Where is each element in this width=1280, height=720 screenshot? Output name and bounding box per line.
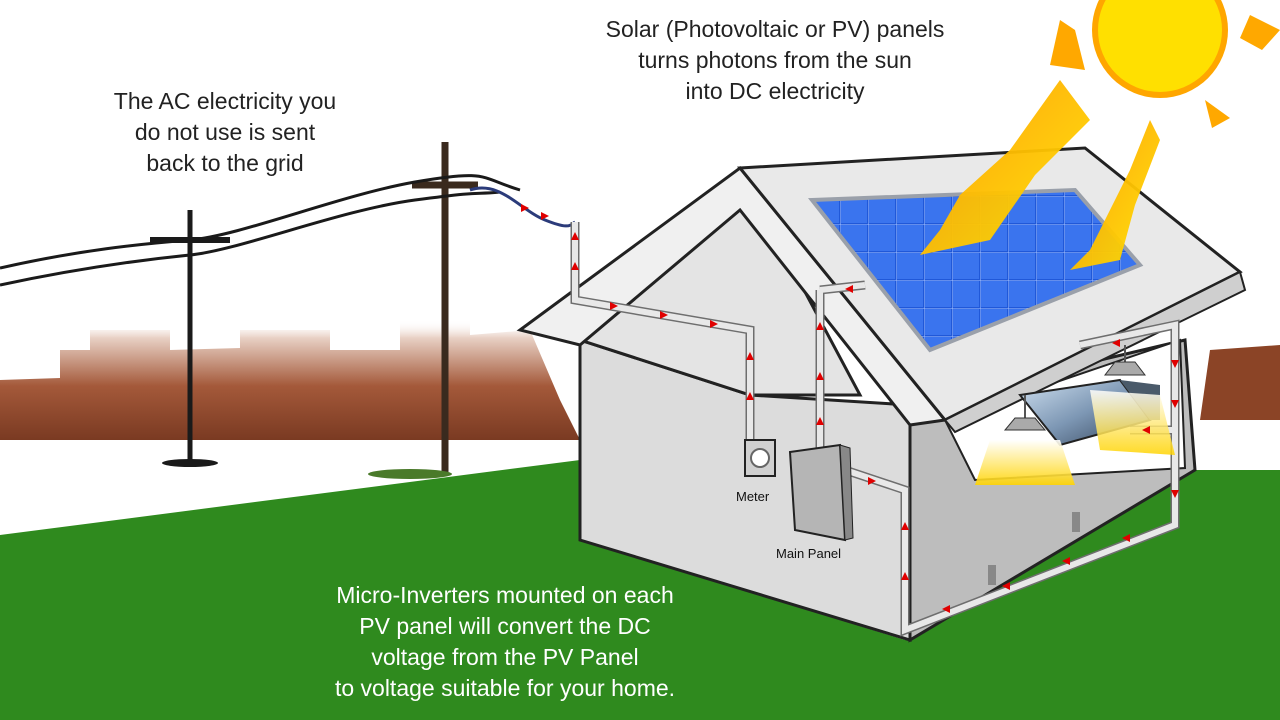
current-flow-arrows — [521, 204, 1179, 613]
caption-line: do not use is sent — [134, 119, 316, 145]
caption-line: Micro-Inverters mounted on each — [336, 582, 674, 608]
interior — [975, 345, 1175, 585]
caption-line: to voltage suitable for your home. — [334, 675, 676, 701]
caption-line: voltage from the PV Panel — [371, 644, 639, 670]
city-skyline — [0, 320, 1280, 440]
meter-label: Meter — [736, 489, 770, 504]
sun-icon — [920, 0, 1280, 270]
caption-line: The AC electricity you — [113, 88, 337, 114]
main-panel — [788, 443, 854, 542]
caption-line: back to the grid — [146, 150, 304, 176]
solar-panel-caption: Solar (Photovoltaic or PV) panels turns … — [540, 14, 1010, 107]
meter — [744, 439, 776, 477]
caption-line: Solar (Photovoltaic or PV) panels — [605, 16, 945, 42]
power-lines — [0, 142, 576, 479]
caption-line: turns photons from the sun — [638, 47, 912, 73]
caption-line: PV panel will convert the DC — [359, 613, 651, 639]
main-panel-label: Main Panel — [776, 546, 842, 561]
grid-caption: The AC electricity you do not use is sen… — [60, 86, 390, 179]
caption-line: into DC electricity — [685, 78, 865, 104]
inverter-caption: Micro-Inverters mounted on each PV panel… — [290, 580, 720, 704]
grass-lawn — [0, 460, 1280, 720]
